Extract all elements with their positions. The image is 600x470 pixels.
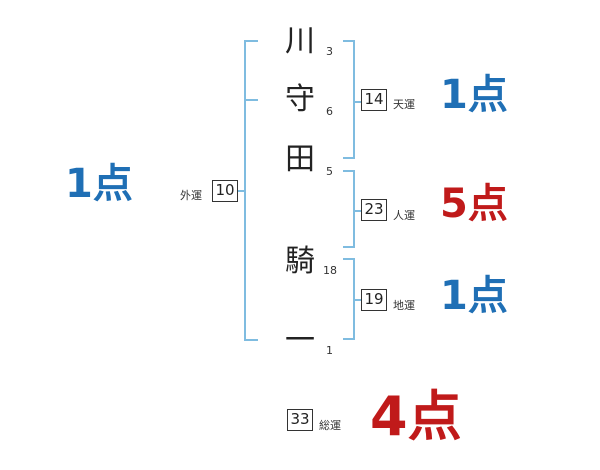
stroke-count-3: 5 — [326, 165, 333, 178]
stroke-count-1: 3 — [326, 45, 333, 58]
gaiun-value-box: 10 — [212, 180, 238, 202]
outer-bracket-bottom — [244, 339, 258, 341]
jinun-value-box: 23 — [361, 199, 387, 221]
tenun-value-box: 14 — [361, 89, 387, 111]
jinun-bracket-top — [343, 170, 355, 172]
name-char-3: 田 — [285, 142, 315, 177]
souun-label: 総運 — [319, 419, 341, 432]
tenun-score: 1点 — [440, 72, 508, 118]
tenun-bracket-top — [343, 40, 355, 42]
stroke-count-5: 1 — [326, 344, 333, 357]
name-char-1: 川 — [285, 24, 315, 59]
outer-bracket-tick — [244, 99, 258, 101]
name-char-2: 守 — [285, 82, 315, 117]
jinun-bracket-vertical — [353, 170, 355, 248]
gaiun-label: 外運 — [180, 189, 202, 202]
chiun-bracket-connector — [353, 299, 361, 301]
tenun-bracket-vertical — [353, 40, 355, 159]
tenun-bracket-bottom — [343, 157, 355, 159]
gaiun-score: 1点 — [65, 161, 133, 207]
chiun-score: 1点 — [440, 273, 508, 319]
name-char-5: 一 — [285, 323, 315, 358]
chiun-bracket-bottom — [343, 338, 355, 340]
souun-value-box: 33 — [287, 409, 313, 431]
stroke-count-2: 6 — [326, 105, 333, 118]
jinun-label: 人運 — [393, 209, 415, 222]
outer-bracket-top — [244, 40, 258, 42]
jinun-bracket-bottom — [343, 246, 355, 248]
name-char-4: 騎 — [285, 244, 315, 279]
tenun-bracket-connector — [353, 101, 361, 103]
tenun-label: 天運 — [393, 98, 415, 111]
chiun-label: 地運 — [393, 299, 415, 312]
outer-bracket-connector — [238, 190, 246, 192]
chiun-value-box: 19 — [361, 289, 387, 311]
jinun-bracket-connector — [353, 210, 361, 212]
jinun-score: 5点 — [440, 181, 508, 227]
souun-score: 4点 — [370, 385, 462, 448]
chiun-bracket-top — [343, 258, 355, 260]
stroke-count-4: 18 — [323, 264, 337, 277]
